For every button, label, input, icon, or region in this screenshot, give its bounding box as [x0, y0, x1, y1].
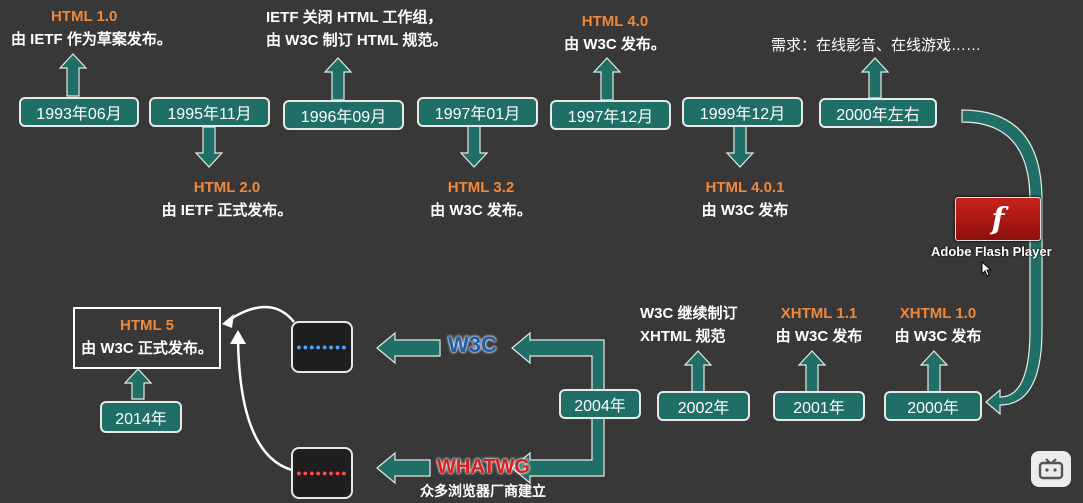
mouse-cursor-icon [981, 261, 993, 277]
date-box-2001: 2001年 [773, 391, 865, 421]
event-xhtml10-version: XHTML 1.0 [899, 305, 977, 322]
event-2002-line1: W3C 继续制订 [640, 305, 738, 322]
event-html40-text: 由 W3C 发布。 [564, 36, 666, 54]
date-box-1995: 1995年11月 [149, 97, 270, 127]
arrow-2001 [797, 350, 827, 394]
event-html401: HTML 4.0.1 由 W3C 发布 [683, 176, 807, 223]
event-html20-version: HTML 2.0 [193, 179, 261, 196]
arrow-2000 [919, 350, 949, 394]
arrow-1996 [323, 57, 353, 101]
whatwg-pill-dots: ●●●●●●●● [296, 467, 348, 478]
curved-arrow-right [961, 109, 1043, 416]
whatwg-note: 众多浏览器厂商建立 [420, 483, 546, 499]
event-html32: HTML 3.2 由 W3C 发布。 [410, 176, 552, 223]
date-box-2004: 2004年 [559, 389, 641, 419]
tv-icon [1038, 458, 1064, 480]
event-2002-line2: XHTML 规范 [640, 328, 726, 346]
arrow-2004-up [511, 331, 605, 391]
event-xhtml11-version: XHTML 1.1 [780, 305, 858, 322]
event-html20-text: 由 IETF 正式发布。 [161, 202, 293, 220]
event-1996-line1: IETF 关闭 HTML 工作组， [266, 9, 443, 26]
event-html10-version: HTML 1.0 [51, 8, 118, 25]
event-html40-version: HTML 4.0 [581, 13, 649, 30]
event-html32-text: 由 W3C 发布。 [430, 202, 532, 220]
w3c-pill: ●●●●●●●● [291, 321, 353, 373]
whatwg-logo: WHATWG [437, 456, 530, 478]
date-box-2002: 2002年 [657, 391, 750, 421]
arrow-1997-12 [592, 57, 622, 101]
event-1996: IETF 关闭 HTML 工作组， 由 W3C 制订 HTML 规范。 [266, 6, 447, 53]
video-badge-icon[interactable] [1031, 451, 1071, 487]
event-html401-text: 由 W3C 发布 [701, 202, 789, 220]
event-xhtml10: XHTML 1.0 由 W3C 发布 [883, 302, 993, 349]
event-html10: HTML 1.0 由 IETF 作为草案发布。 [11, 5, 172, 52]
date-box-2000-approx: 2000年左右 [819, 98, 937, 128]
arrow-2004-down [511, 417, 605, 485]
event-1996-line2: 由 W3C 制订 HTML 规范。 [266, 32, 448, 50]
event-needs: 需求：在线影音、在线游戏…… [771, 34, 981, 57]
html5-version: HTML 5 [120, 317, 174, 334]
event-html10-text: 由 IETF 作为草案发布。 [11, 31, 172, 49]
event-html32-version: HTML 3.2 [447, 179, 515, 196]
arrow-1995 [194, 126, 224, 168]
event-xhtml11-text: 由 W3C 发布 [775, 328, 863, 346]
w3c-logo: W3C [448, 332, 497, 357]
arrow-to-whatwg-pill [376, 451, 431, 485]
event-xhtml10-text: 由 W3C 发布 [894, 328, 982, 346]
arrow-to-w3c-pill [376, 331, 441, 365]
event-needs-text: 需求：在线影音、在线游戏…… [771, 37, 982, 54]
flash-glyph: f [991, 201, 1005, 237]
arrow-1997-01 [459, 125, 489, 168]
arrow-1993 [58, 53, 88, 97]
html5-text: 由 W3C 正式发布。 [81, 339, 213, 357]
arrow-1999 [725, 125, 755, 168]
event-html401-version: HTML 4.0.1 [705, 179, 785, 196]
event-2002: W3C 继续制订 XHTML 规范 [640, 302, 738, 349]
date-box-1999: 1999年12月 [682, 97, 803, 127]
date-box-2014: 2014年 [100, 401, 182, 433]
date-box-1993: 1993年06月 [19, 97, 139, 127]
connector-whatwg-to-html5 [236, 339, 293, 472]
arrow-2002 [683, 350, 713, 394]
arrow-2014 [123, 368, 153, 400]
event-xhtml11: XHTML 1.1 由 W3C 发布 [764, 302, 874, 349]
html5-box: HTML 5 由 W3C 正式发布。 [73, 307, 221, 369]
date-box-1996: 1996年09月 [283, 100, 404, 130]
date-box-1997-01: 1997年01月 [417, 97, 538, 127]
w3c-pill-dots: ●●●●●●●● [296, 341, 348, 352]
flash-player-icon: f [955, 197, 1041, 241]
connector-w3c-to-html5 [225, 305, 295, 324]
whatwg-pill: ●●●●●●●● [291, 447, 353, 499]
event-html20: HTML 2.0 由 IETF 正式发布。 [148, 176, 306, 223]
event-html40: HTML 4.0 由 W3C 发布。 [550, 10, 680, 57]
date-box-1997-12: 1997年12月 [550, 100, 671, 130]
flash-player-label: Adobe Flash Player [931, 244, 1052, 259]
arrow-2000-approx [860, 57, 890, 99]
date-box-2000: 2000年 [884, 391, 982, 421]
